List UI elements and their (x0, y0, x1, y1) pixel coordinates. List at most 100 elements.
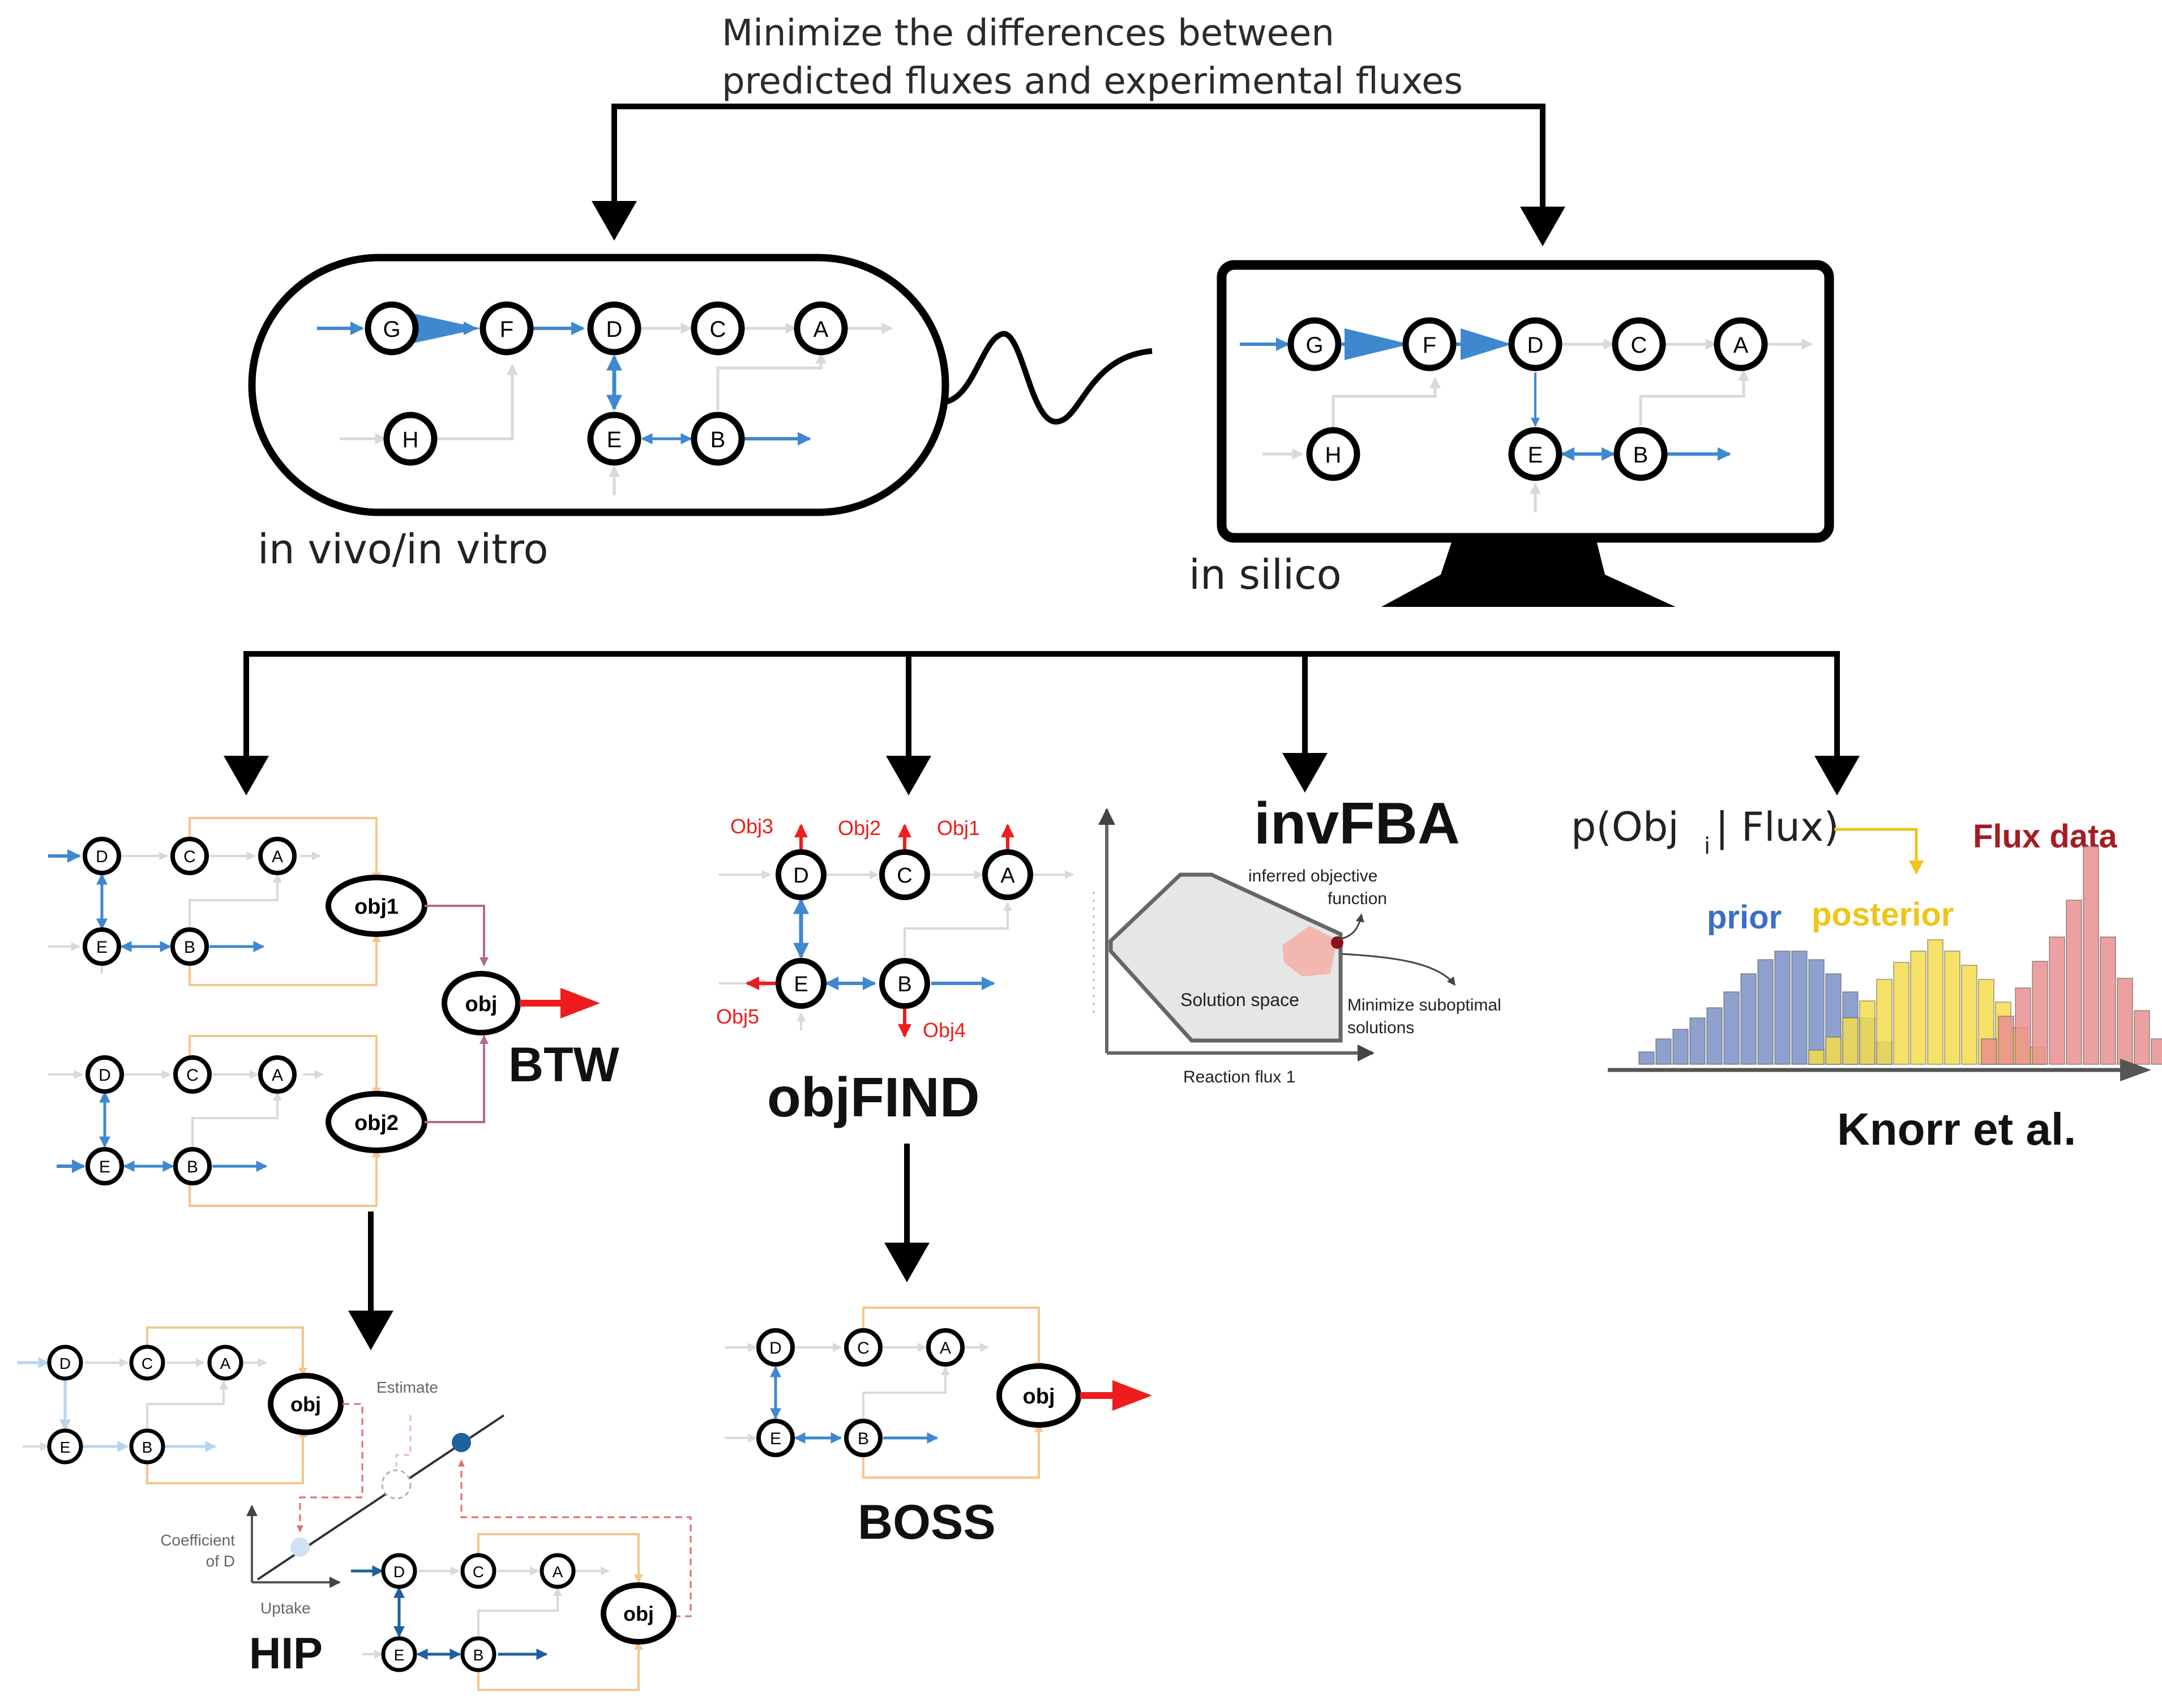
objfind-obj2: Obj2 (838, 816, 881, 840)
btw-obj: obj (442, 971, 521, 1035)
svg-text:C: C (857, 1339, 870, 1358)
node-d: D (47, 1345, 83, 1381)
boss-obj: obj (996, 1363, 1081, 1428)
btw-nodes-2: D C A E B (85, 1055, 297, 1185)
hip-ylabel-2: of D (206, 1552, 235, 1570)
hip-point-estimate (381, 1469, 412, 1500)
node-b: B (1613, 427, 1668, 481)
node-b: B (170, 927, 209, 966)
svg-text:C: C (142, 1355, 153, 1372)
knorr-formula-start: p(Obj (1571, 804, 1679, 850)
header-line-2: predicted fluxes and experimental fluxes (722, 61, 1463, 102)
node-a: A (926, 1328, 965, 1367)
cell-label: in vivo/in vitro (258, 525, 549, 573)
flux-bar (2134, 1010, 2150, 1065)
node-c: C (1612, 317, 1666, 371)
prior-bar (1638, 1051, 1655, 1065)
svg-text:obj: obj (290, 1393, 321, 1416)
prior-bar (1706, 1007, 1723, 1065)
header-bracket-arrow (592, 104, 1565, 246)
invfba-inferred-1: inferred objective (1248, 867, 1377, 885)
svg-text:E: E (794, 973, 808, 996)
posterior-bar (1910, 951, 1926, 1065)
knorr-formula-sub: i (1704, 833, 1710, 859)
svg-text:D: D (96, 847, 108, 866)
node-e: E (85, 1147, 124, 1185)
node-d: D (1508, 317, 1562, 371)
node-d: D (756, 1328, 795, 1367)
node-d: D (85, 1055, 124, 1094)
svg-text:E: E (607, 427, 622, 452)
svg-text:C: C (473, 1563, 484, 1581)
cell-nodes: G F D C A H E B (365, 301, 848, 466)
boss-label: BOSS (858, 1495, 996, 1549)
svg-text:E: E (96, 938, 108, 957)
invfba-minimize-1: Minimize suboptimal (1347, 996, 1501, 1014)
btw-obj1: obj1 (326, 875, 427, 937)
svg-text:B: B (187, 1158, 198, 1176)
posterior-bar (1842, 1017, 1859, 1065)
svg-text:obj1: obj1 (354, 895, 399, 919)
svg-text:D: D (606, 317, 623, 342)
prior-bar (1655, 1038, 1672, 1065)
svg-text:obj: obj (1023, 1385, 1055, 1409)
svg-text:D: D (99, 1066, 111, 1085)
flux-bar (2066, 900, 2082, 1065)
posterior-bar (1808, 1050, 1825, 1065)
svg-text:C: C (710, 317, 726, 342)
node-c: C (129, 1345, 165, 1381)
svg-text:A: A (553, 1563, 563, 1581)
posterior-bar (1825, 1037, 1842, 1065)
svg-text:C: C (1631, 333, 1647, 358)
node-e: E (756, 1419, 795, 1457)
node-c: C (170, 837, 209, 875)
hip-xlabel: Uptake (260, 1599, 311, 1617)
node-d: D (381, 1553, 417, 1589)
knorr-axis (1608, 1059, 2151, 1081)
node-b: B (879, 958, 930, 1009)
svg-text:B: B (142, 1439, 153, 1456)
objfind-nodes: D C A E B (776, 849, 1033, 1009)
objfind-red-arrows: Obj3 Obj2 Obj1 Obj5 Obj4 (716, 815, 1014, 1042)
svg-text:A: A (1733, 333, 1749, 358)
node-h: H (1306, 427, 1360, 481)
node-a: A (258, 837, 297, 875)
invfba-inferred-2: function (1328, 889, 1387, 908)
node-g: G (365, 301, 419, 356)
node-b: B (129, 1428, 165, 1465)
node-c: C (844, 1328, 883, 1367)
flux-bar (2117, 978, 2133, 1065)
node-a: A (982, 849, 1033, 900)
svg-text:F: F (500, 317, 513, 342)
node-b: B (173, 1147, 212, 1185)
hip-obj-top: obj (268, 1373, 344, 1435)
hip-estimate-plot: Estimate Coefficient of D Uptake (160, 1379, 692, 1617)
prior-bar (1774, 951, 1791, 1065)
svg-text:A: A (814, 317, 829, 342)
invfba-xlabel: Reaction flux 1 (1183, 1068, 1295, 1086)
objfind-network (719, 870, 1074, 1030)
hip-point-dark (452, 1433, 471, 1452)
btw-label: BTW (508, 1038, 620, 1092)
knorr-label: Knorr et al. (1837, 1104, 2076, 1154)
prior-bar (1689, 1017, 1706, 1065)
flux-bar (2151, 1038, 2162, 1065)
knorr-histograms (1638, 846, 2162, 1065)
btw-network-2 (48, 1035, 381, 1207)
invfba-plot: inferred objective function Solution spa… (1093, 808, 1501, 1086)
svg-text:G: G (1305, 333, 1323, 358)
knorr-formula: p(Obj i | Flux) (1571, 804, 1839, 859)
svg-text:B: B (1633, 443, 1649, 468)
hip-estimate-label: Estimate (376, 1379, 438, 1396)
hip-label: HIP (249, 1628, 323, 1678)
hip-nodes-bottom: D C A E B (381, 1553, 576, 1672)
svg-text:B: B (184, 938, 195, 957)
node-b: B (691, 412, 745, 466)
svg-text:G: G (383, 317, 400, 342)
prior-bar (1723, 991, 1740, 1065)
flux-bar (2049, 936, 2065, 1065)
flux-bar (2032, 961, 2048, 1065)
svg-text:A: A (272, 1066, 283, 1085)
